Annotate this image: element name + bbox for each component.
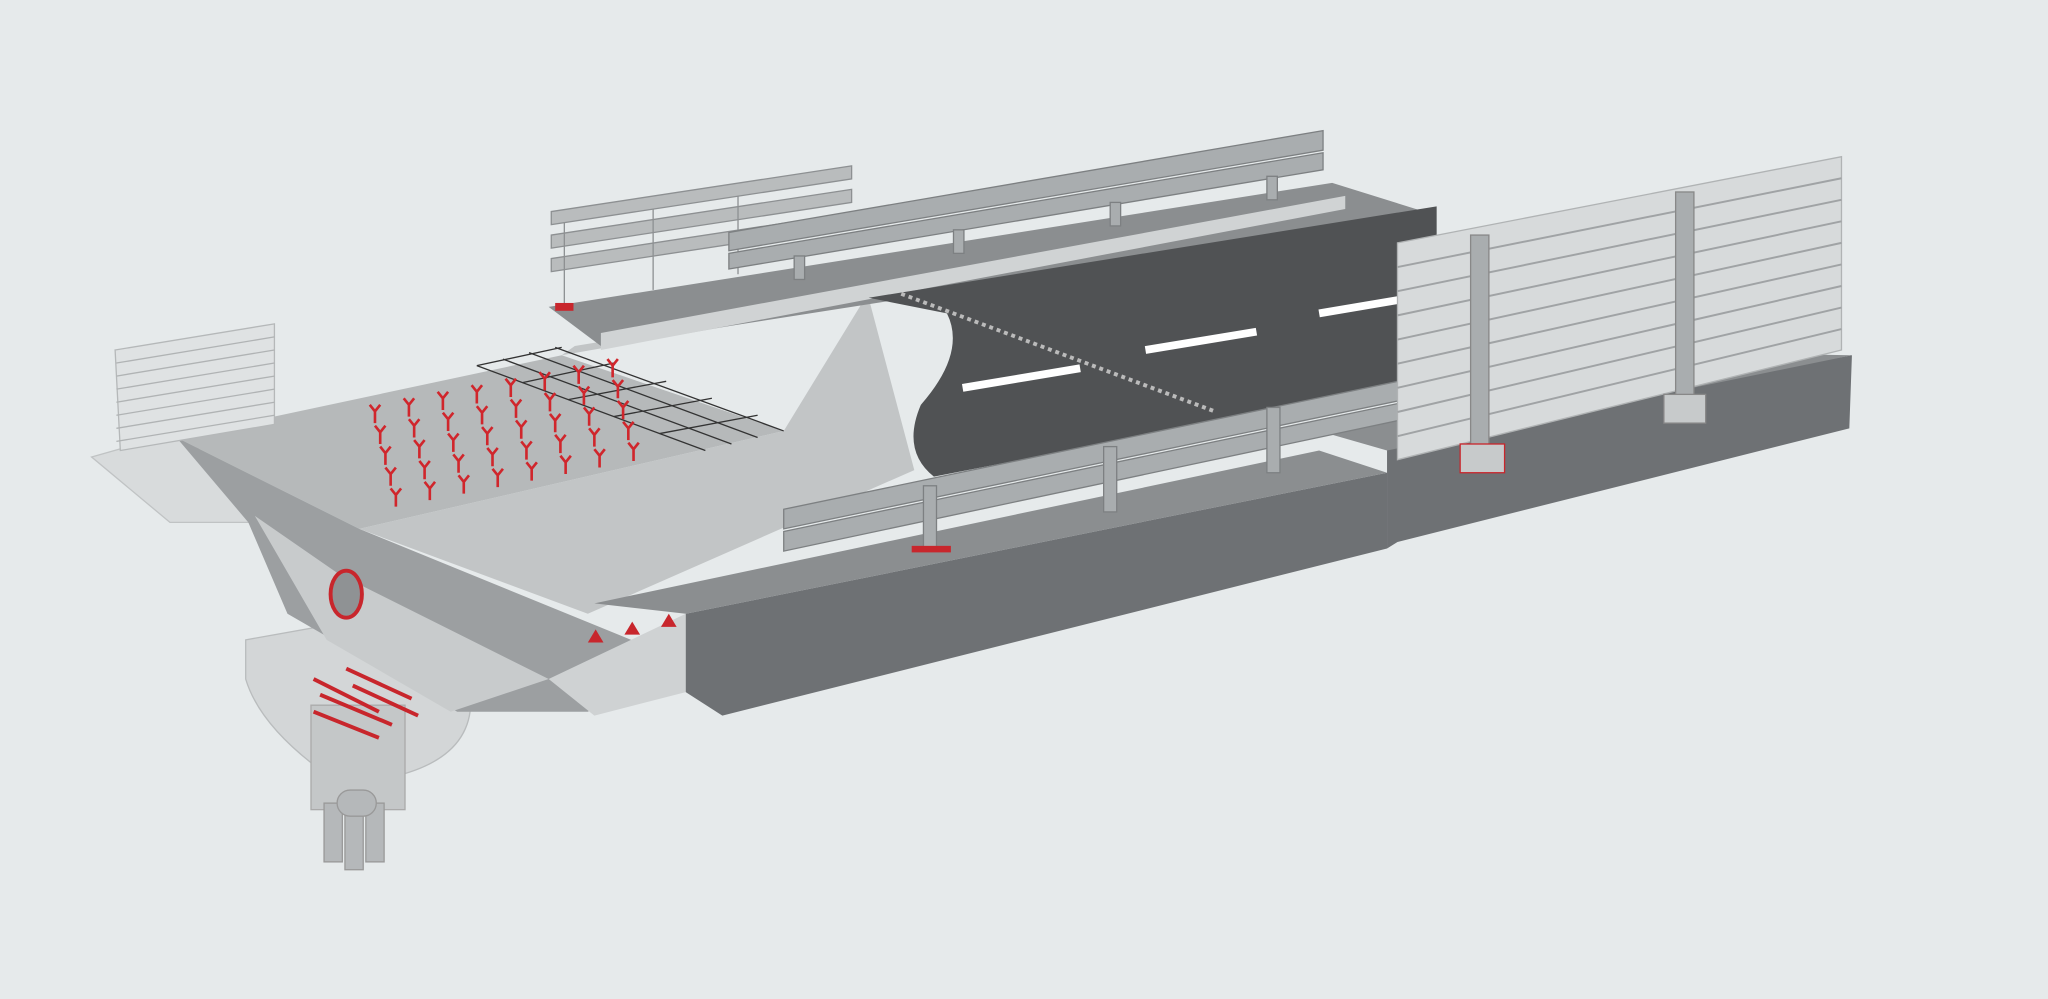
- shear-connector: [548, 413, 562, 433]
- road-surface: [868, 206, 1437, 477]
- shear-connector: [538, 371, 551, 391]
- railing-slat: [116, 362, 275, 390]
- expansion-joint: [900, 291, 1216, 414]
- edge-anchors: [555, 302, 951, 643]
- shear-connector: [554, 434, 567, 454]
- shear-connector: [582, 406, 596, 426]
- railing-slat: [116, 375, 275, 403]
- railing-slat: [116, 388, 275, 416]
- shear-connector: [413, 439, 426, 459]
- railing-slat: [116, 401, 275, 429]
- front-guardrail: [783, 377, 1412, 552]
- shear-connector: [593, 448, 606, 468]
- shear-connector: [627, 441, 640, 461]
- shear-connector: [475, 405, 489, 425]
- shear-connector: [436, 390, 450, 411]
- shear-connector: [504, 377, 518, 397]
- shear-connector: [452, 453, 465, 473]
- shear-connector: [384, 466, 397, 486]
- rear-guardrail: [728, 129, 1324, 281]
- left-railing: [114, 323, 276, 452]
- piles: [323, 789, 385, 871]
- shear-connector: [611, 379, 625, 399]
- shear-connector: [622, 420, 635, 441]
- shear-connector: [606, 358, 619, 378]
- shear-connector: [588, 427, 601, 447]
- shear-connector: [457, 474, 471, 494]
- railing-slat: [116, 414, 275, 443]
- shear-connector: [441, 411, 455, 431]
- shear-connector: [423, 481, 437, 501]
- shear-connector: [577, 385, 591, 405]
- shear-connector: [520, 440, 533, 460]
- shear-connector: [525, 461, 538, 481]
- lane-markings: [961, 295, 1405, 392]
- pier-rebar: [312, 666, 419, 740]
- shear-connector: [481, 426, 494, 446]
- drain-pipe: [328, 568, 364, 620]
- shear-connector: [368, 404, 382, 424]
- shear-connector: [389, 487, 403, 507]
- box-girder: [90, 297, 915, 716]
- noise-barrier: [1396, 155, 1843, 474]
- shear-connector: [407, 418, 421, 438]
- shear-connector: [514, 419, 528, 439]
- railing-slat: [116, 349, 275, 377]
- shear-connectors: [368, 358, 640, 507]
- shear-connector: [486, 447, 499, 467]
- shear-connector: [509, 398, 523, 418]
- shear-connector: [572, 364, 585, 384]
- shear-connector: [418, 460, 431, 480]
- shear-connector: [491, 467, 504, 488]
- rear-curb-top: [600, 195, 1346, 350]
- shear-connector: [616, 400, 630, 420]
- shear-connector: [379, 445, 392, 465]
- shear-connector: [373, 424, 387, 444]
- shear-connector: [543, 392, 557, 412]
- shear-connector: [470, 384, 484, 404]
- shear-connector: [559, 454, 572, 475]
- shear-connector: [402, 397, 416, 417]
- shear-connector: [447, 432, 460, 452]
- railing-slat: [116, 336, 275, 364]
